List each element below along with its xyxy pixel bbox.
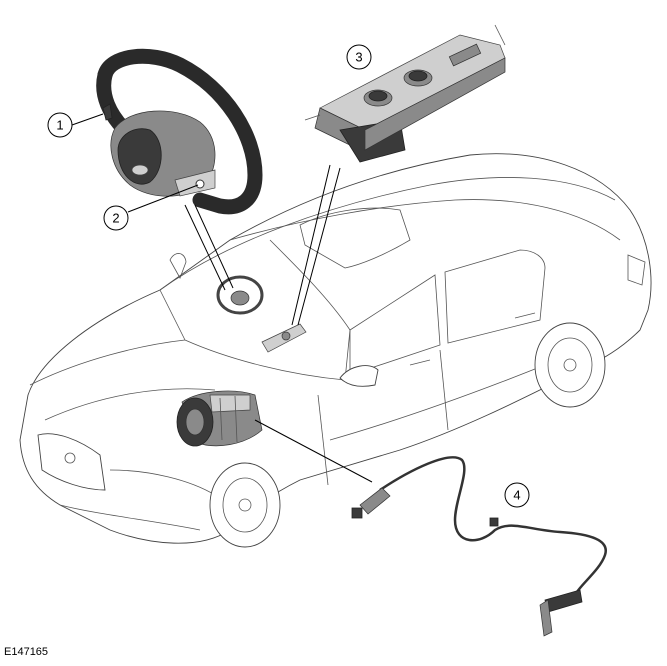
- steering-wheel: [96, 48, 263, 215]
- callout-2: 2: [103, 205, 129, 231]
- leader-line-wheel-b: [194, 204, 234, 289]
- callout-4-label: 4: [513, 488, 520, 503]
- leader-line-2: [127, 184, 199, 213]
- leader-line-1: [71, 113, 104, 126]
- leader-line-selector-b: [297, 167, 341, 326]
- car-outline: [19, 153, 652, 548]
- selector-module-in-car: [261, 323, 307, 353]
- leader-line-wheel-a: [184, 204, 226, 291]
- leader-line-sensor: [254, 419, 373, 483]
- callout-2-label: 2: [112, 211, 119, 226]
- leader-lines: [71, 113, 373, 483]
- speed-sensor-harness: [351, 456, 607, 637]
- callout-1-label: 1: [56, 118, 63, 133]
- steering-wheel-in-car: [216, 275, 264, 315]
- callout-1: 1: [47, 112, 73, 138]
- callout-4: 4: [504, 482, 530, 508]
- callout-3: 3: [346, 44, 372, 70]
- figure-id: E147165: [4, 646, 49, 658]
- selector-module: [304, 24, 506, 163]
- leader-line-selector-a: [291, 164, 331, 326]
- transmission: [176, 390, 263, 447]
- callout-3-label: 3: [355, 50, 362, 65]
